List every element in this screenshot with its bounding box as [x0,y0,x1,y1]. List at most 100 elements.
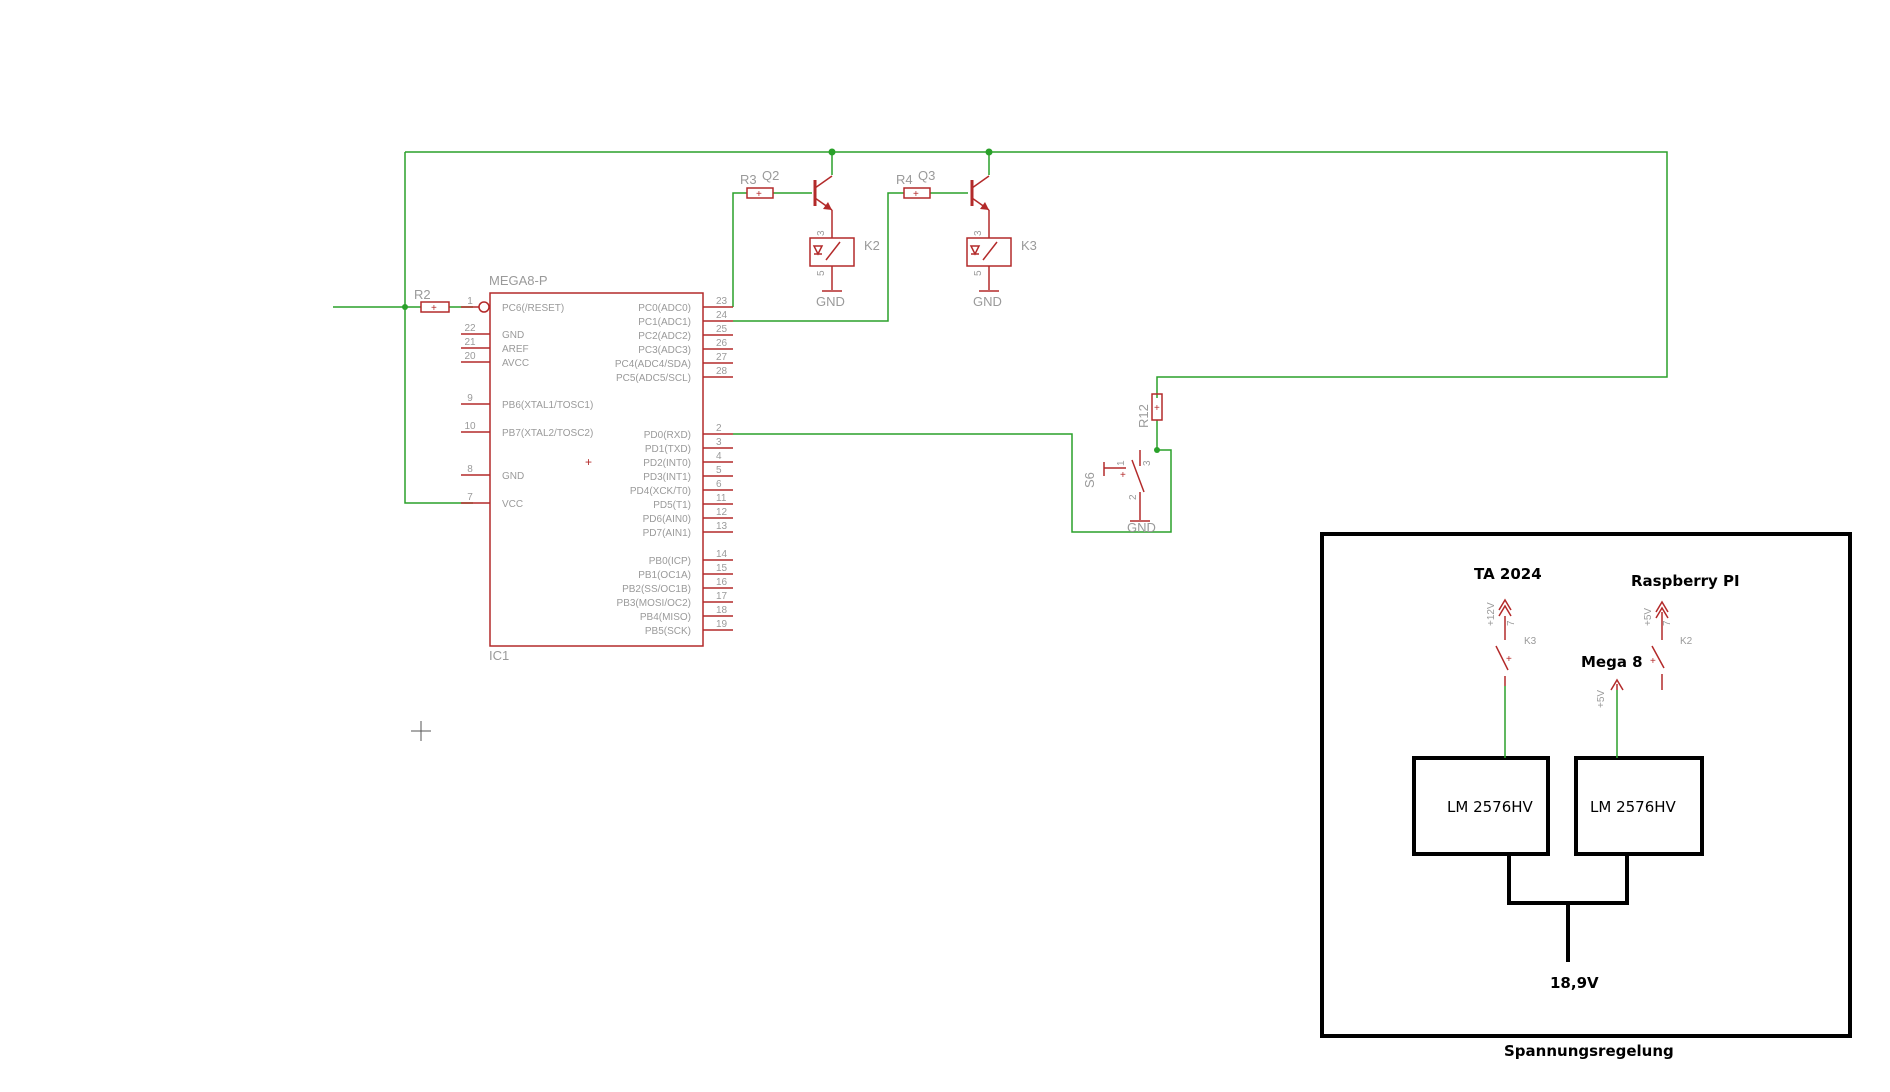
pin-number: 27 [716,352,728,363]
pin-name: PC4(ADC4/SDA) [615,359,691,370]
pin-name: PB4(MISO) [640,612,691,623]
svg-text:+: + [585,455,592,469]
pin-number: 15 [716,563,728,574]
pin-number: 12 [716,507,728,518]
pin-name: PC2(ADC2) [638,331,691,342]
pin-number: 23 [716,296,728,307]
svg-text:GND: GND [973,294,1002,309]
gnd-k3: GND [973,290,1002,309]
pin-number: 8 [467,464,473,475]
s6-label: S6 [1082,472,1097,488]
pin-number: 28 [716,366,728,377]
r3-label: R3 [740,172,757,187]
svg-text:5: 5 [973,270,984,276]
pin-number: 2 [716,423,722,434]
crosshair-icon [411,721,431,741]
junctions [402,148,1160,453]
pin-name: PB5(SCK) [645,626,691,637]
pin-number: 5 [716,465,722,476]
pin-number: 1 [467,296,473,307]
pin-name: AREF [502,344,529,355]
mcu-ref: IC1 [489,648,509,663]
switch-s6: + 1 2 3 S6 [1082,450,1153,520]
pin-number: 19 [716,619,728,630]
out-mega8: Mega 8 [1581,653,1643,671]
svg-text:7: 7 [1662,620,1673,626]
pin-number: 26 [716,338,728,349]
svg-text:+12V: +12V [1486,602,1497,626]
pin-name: PB3(MOSI/OC2) [617,598,691,609]
pin-name: PC6(/RESET) [502,303,564,314]
q2-label: Q2 [762,168,779,183]
pin-number: 3 [716,437,722,448]
reg-left-label: LM 2576HV [1447,798,1534,816]
pin-number: 4 [716,451,722,462]
svg-text:1: 1 [1116,460,1127,466]
resistor-r3: + R3 [740,172,774,200]
svg-text:7: 7 [1506,620,1517,626]
svg-text:3: 3 [816,230,827,236]
svg-text:2: 2 [1128,494,1139,500]
pin-name: PC0(ADC0) [638,303,691,314]
pin-name: PB6(XTAL1/TOSC1) [502,400,593,411]
pin-number: 21 [464,337,476,348]
r2-label: R2 [414,287,431,302]
svg-text:3: 3 [1142,460,1153,466]
pin-name: PB2(SS/OC1B) [622,584,691,595]
pin-name: PB1(OC1A) [638,570,691,581]
pin-name: PB7(XTAL2/TOSC2) [502,428,593,439]
svg-text:GND: GND [1127,520,1156,535]
pin-name: PD6(AIN0) [643,514,691,525]
k2-label: K2 [864,238,880,253]
pin-name: PB0(ICP) [649,556,691,567]
pin-name: PD5(T1) [653,500,691,511]
pin-name: PD7(AIN1) [643,528,691,539]
power-box-title: Spannungsregelung [1504,1042,1674,1060]
pin-name: PC1(ADC1) [638,317,691,328]
r4-label: R4 [896,172,913,187]
svg-text:K2: K2 [1680,636,1693,647]
gnd-k2: GND [816,290,845,309]
svg-text:+5V: +5V [1596,690,1607,708]
svg-text:+: + [431,303,437,314]
mcu-ic1: MEGA8-P IC1 + 1PC6(/RESET)22GND21AREF20A… [461,273,733,663]
svg-text:K3: K3 [1524,636,1537,647]
resistor-r12: + R12 [1136,393,1163,428]
pin-number: 22 [464,323,476,334]
transistor-q3: Q3 [918,168,990,238]
k3-label: K3 [1021,238,1037,253]
pin-name: VCC [502,499,523,510]
resistor-r4: + R4 [896,172,931,200]
input-voltage: 18,9V [1550,974,1599,992]
pin-name: PD1(TXD) [645,444,691,455]
pin-number: 16 [716,577,728,588]
r12-label: R12 [1136,404,1151,428]
pin-name: PD0(RXD) [644,430,691,441]
svg-text:+: + [1120,470,1126,481]
pin-name: GND [502,471,524,482]
pin-number: 6 [716,479,722,490]
pin-number: 14 [716,549,728,560]
relay-k2: 3 5 K2 [809,230,880,290]
